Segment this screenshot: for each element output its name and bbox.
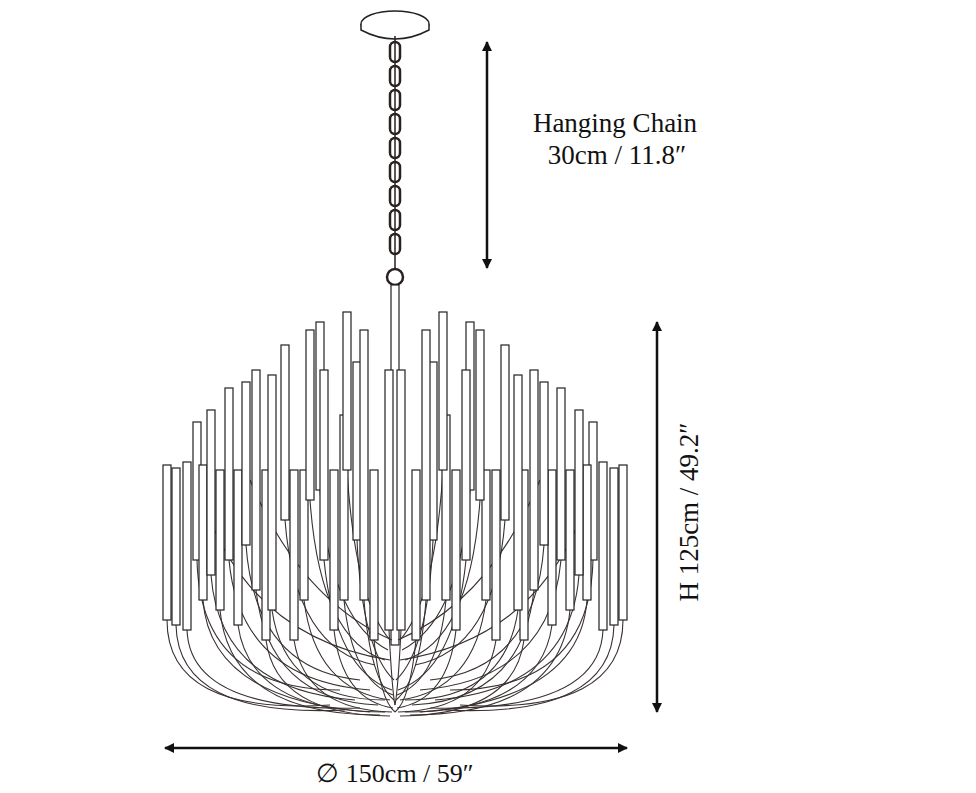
chain-label: Hanging Chain xyxy=(533,109,697,139)
diameter-dimension: ∅ 150cm / 59″ xyxy=(316,760,473,789)
height-dimension: H 125cm / 49.2″ xyxy=(675,422,705,601)
chain-dimension: 30cm / 11.8″ xyxy=(548,141,686,171)
